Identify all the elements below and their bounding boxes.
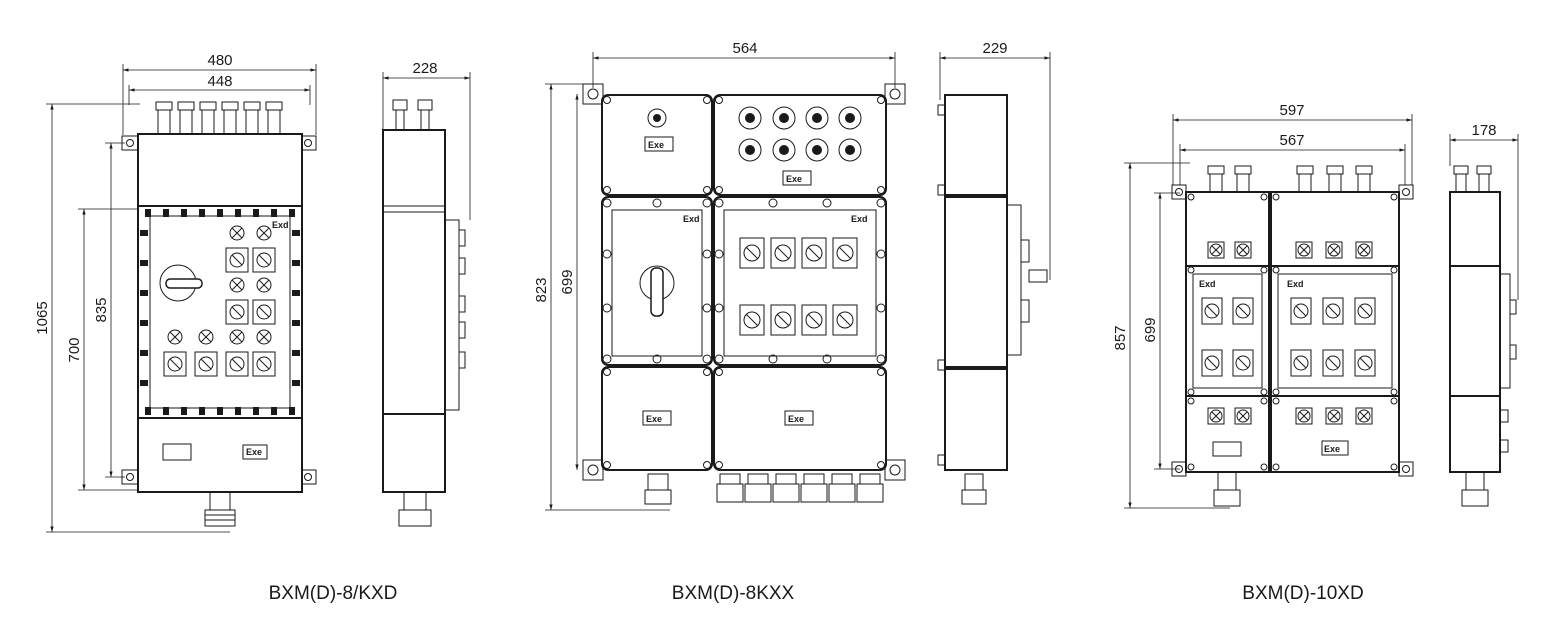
bottom-left-exe-box — [601, 366, 713, 471]
dim-564-value: 564 — [732, 40, 757, 57]
dim-699: 699 — [1142, 192, 1180, 470]
dim-699: 699 — [559, 94, 579, 470]
panel-bolts — [140, 209, 300, 415]
exe-label: Exe — [246, 447, 262, 457]
model-1-front-view: 480 448 1065 700 835 — [34, 52, 317, 533]
dim-857-value: 857 — [1112, 325, 1129, 350]
dim-229-value: 229 — [982, 40, 1007, 57]
dim-835-value: 835 — [93, 297, 110, 322]
dim-228-value: 228 — [412, 60, 437, 77]
model-1-side-view: 228 — [382, 60, 471, 527]
mid-right-exd-box — [713, 196, 887, 366]
dim-448-value: 448 — [207, 73, 232, 90]
model-caption-1: BXM(D)-8/KXD — [268, 583, 398, 604]
dim-448: 448 — [128, 73, 311, 105]
indicator-lamp — [647, 108, 667, 128]
indicator-lamps — [1207, 241, 1373, 425]
bottom-exe-box — [137, 417, 303, 493]
cable-gland-bottom — [204, 491, 236, 527]
exe-label-top-right: Exe — [786, 174, 802, 184]
dim-229: 229 — [939, 40, 1051, 280]
exd-label-mid-left: Exd — [683, 214, 700, 224]
dim-699-value: 699 — [1142, 317, 1159, 342]
breaker-switches — [739, 237, 858, 336]
top-exe-box — [137, 133, 303, 207]
model-caption-2: BXM(D)-8KXX — [671, 583, 795, 604]
exe-label-bottom-right: Exe — [788, 414, 804, 424]
box-bolts — [1187, 193, 1398, 471]
dim-823: 823 — [533, 83, 670, 511]
breaker-switches — [163, 247, 276, 377]
dim-567-value: 567 — [1279, 132, 1304, 149]
dim-597: 597 — [1172, 102, 1413, 185]
top-right-exe-box — [713, 94, 887, 196]
side-enclosure — [382, 129, 446, 415]
nameplate — [1212, 441, 1242, 457]
dim-597-value: 597 — [1279, 102, 1304, 119]
bottom-right-exe-box — [713, 366, 887, 471]
exe-label-bottom-left: Exe — [646, 414, 662, 424]
dim-699-value: 699 — [559, 269, 576, 294]
dim-480: 480 — [122, 52, 317, 135]
exe-label-top-left: Exe — [648, 140, 664, 150]
model-2-side-view: 229 — [937, 40, 1051, 505]
dim-178: 178 — [1449, 122, 1519, 300]
dim-835: 835 — [93, 142, 125, 478]
cable-glands-bottom — [644, 473, 884, 505]
main-switch-handle — [159, 264, 203, 302]
cable-glands-top — [155, 101, 283, 137]
top-left-exe-box — [601, 94, 713, 196]
dim-1065-value: 1065 — [34, 301, 51, 334]
dim-700-value: 700 — [66, 337, 83, 362]
exd-label-mid-right: Exd — [1287, 279, 1304, 289]
exd-panel — [137, 205, 303, 419]
indicator-lamps — [167, 225, 272, 345]
model-caption-3: BXM(D)-10XD — [1242, 583, 1364, 604]
dim-564: 564 — [592, 40, 896, 88]
exd-label-mid-left: Exd — [1199, 279, 1216, 289]
dim-228: 228 — [382, 60, 471, 220]
dim-178-value: 178 — [1471, 122, 1496, 139]
side-enclosure — [944, 94, 1008, 196]
dim-1065: 1065 — [34, 103, 230, 533]
cable-glands-top — [1207, 165, 1373, 193]
side-enclosure — [1449, 191, 1501, 267]
breaker-switches — [1201, 297, 1376, 377]
nameplate — [162, 443, 192, 461]
dim-567: 567 — [1179, 132, 1406, 185]
dim-857: 857 — [1112, 162, 1230, 509]
indicator-lamps — [738, 106, 862, 162]
exd-label-mid-right: Exd — [851, 214, 868, 224]
model-3-front-view: 597 567 857 699 — [1112, 102, 1414, 509]
dim-480-value: 480 — [207, 52, 232, 69]
model-3-side-view: 178 — [1449, 122, 1519, 507]
dim-700: 700 — [66, 208, 140, 491]
box-bolts — [602, 96, 886, 469]
mid-left-exd-box — [1185, 265, 1270, 397]
main-switch-handle — [639, 265, 675, 317]
exd-label: Exd — [272, 220, 289, 230]
dim-823-value: 823 — [533, 277, 550, 302]
model-2-front-view: 564 823 699 — [533, 40, 906, 511]
exe-label-bottom: Exe — [1324, 444, 1340, 454]
